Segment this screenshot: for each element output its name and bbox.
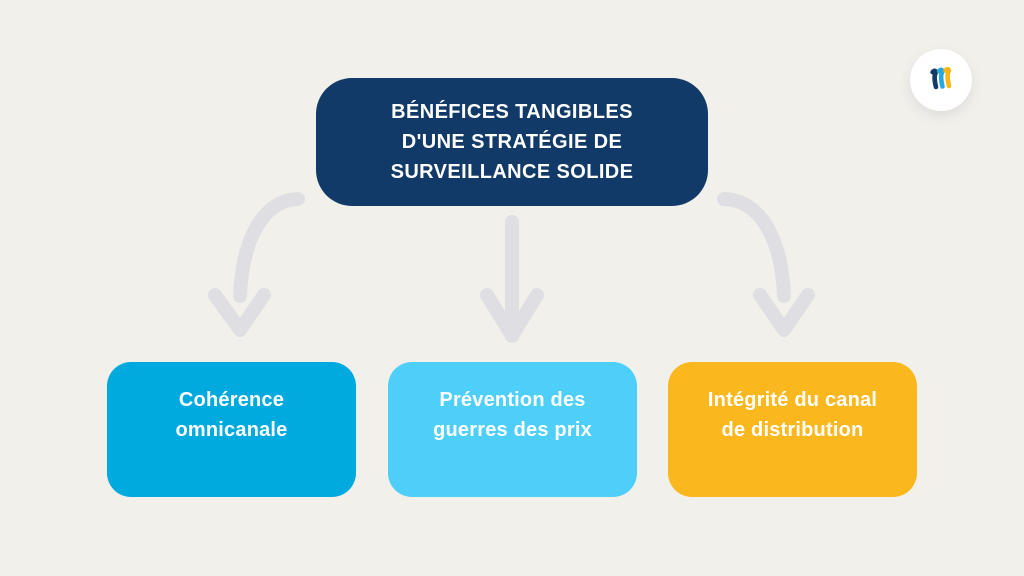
benefit-card-label-line: guerres des prix [433,419,592,441]
header-title-box: BÉNÉFICES TANGIBLES D'UNE STRATÉGIE DE S… [316,78,708,206]
benefit-card-prevention-guerres-prix: Prévention des guerres des prix [388,362,637,497]
benefit-card-label-line: omnicanale [175,419,288,441]
arrow-down-left-icon [208,192,305,337]
benefit-card-label-line: Cohérence [178,389,285,411]
header-title-line: SURVEILLANCE SOLIDE [390,161,634,183]
header-title-line: BÉNÉFICES TANGIBLES [391,101,633,123]
arrow-down-icon [480,215,544,343]
benefit-card-label-line: de distribution [721,419,864,441]
brand-logo-icon [930,66,952,90]
benefit-card-coherence-omnicanale: Cohérence omnicanale [107,362,356,497]
brand-logo-badge [910,49,972,111]
arrow-down-right-icon [717,192,815,337]
header-title-line: D'UNE STRATÉGIE DE [401,131,623,153]
benefit-card-integrite-canal-distribution: Intégrité du canal de distribution [668,362,917,497]
benefit-card-label-line: Intégrité du canal [707,389,878,411]
benefit-card-label-line: Prévention des [439,389,586,411]
